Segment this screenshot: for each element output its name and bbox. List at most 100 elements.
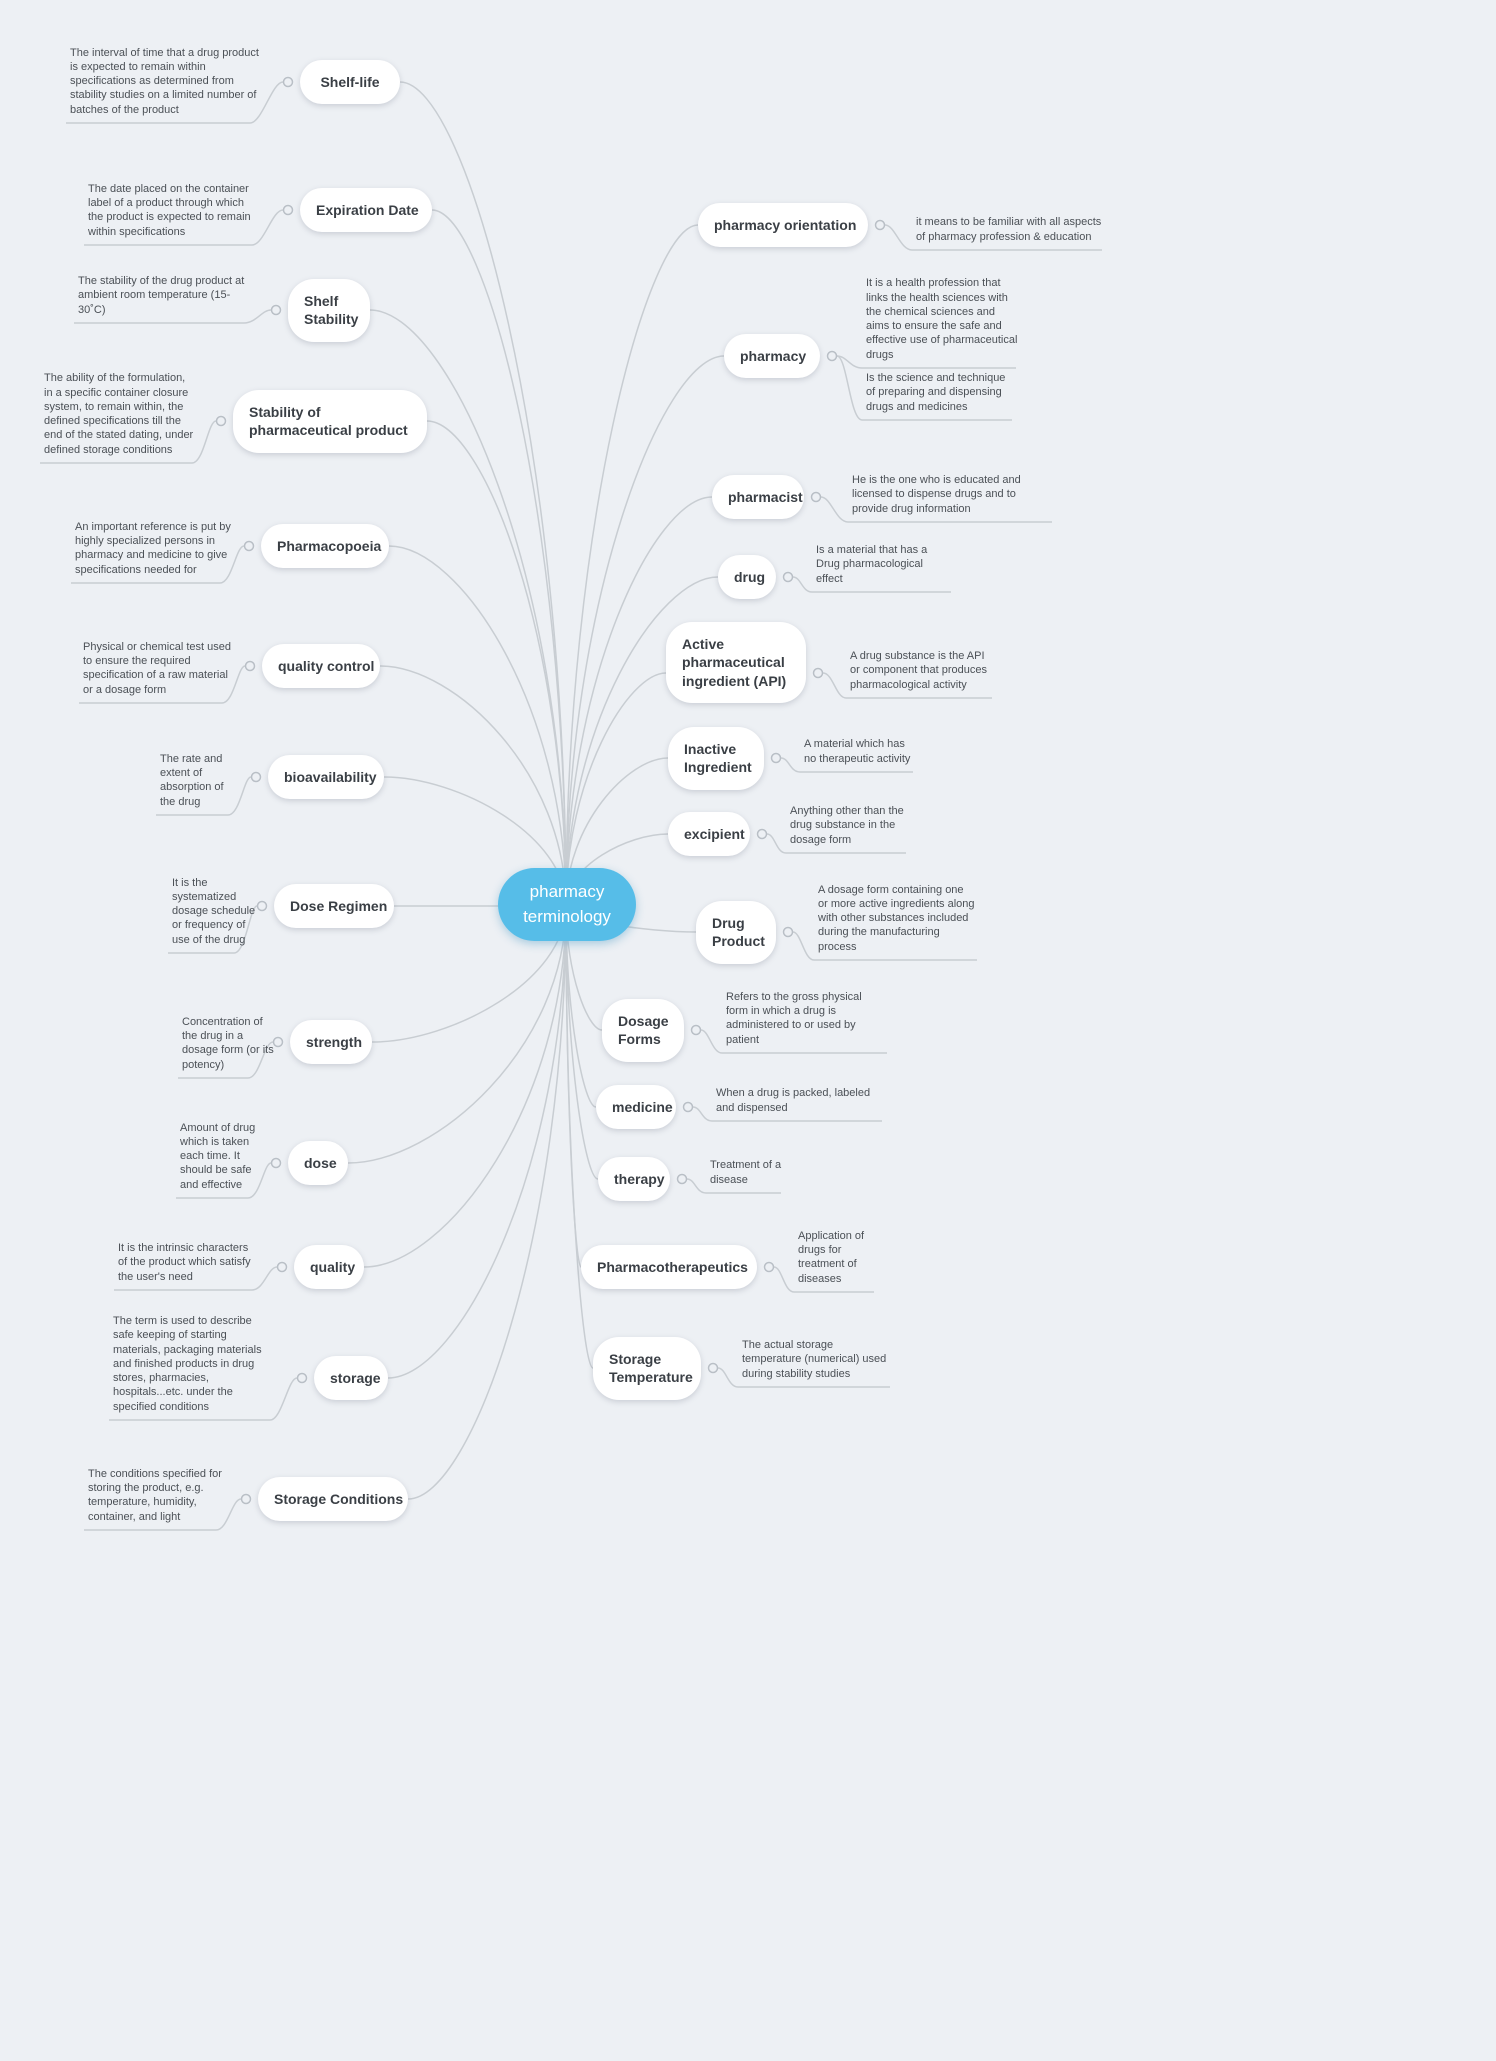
- leader-line-quality-control: [79, 665, 246, 704]
- leader-line-dosage-forms: [700, 1029, 887, 1054]
- branch-line-storage-temperature: [565, 905, 594, 1369]
- leader-line-storage-temperature: [717, 1367, 890, 1388]
- note-strength[interactable]: Concentration of the drug in a dosage fo…: [182, 1015, 274, 1071]
- topic-inactive-ingredient[interactable]: Inactive Ingredient: [668, 727, 764, 790]
- topic-therapy[interactable]: therapy: [598, 1157, 670, 1202]
- connector-dot-quality: [276, 1261, 288, 1273]
- connector-dot-quality-control: [244, 660, 256, 672]
- topic-stability-of-pharmaceutical-product[interactable]: Stability of pharmaceutical product: [233, 390, 427, 453]
- leader-line-excipient: [766, 833, 906, 854]
- note-pharmacopoeia[interactable]: An important reference is put by highly …: [75, 520, 231, 576]
- leader-line-bioavailability: [156, 776, 252, 816]
- note-therapy[interactable]: Treatment of a disease: [710, 1159, 782, 1186]
- leader-line-storage-conditions: [84, 1498, 242, 1531]
- connector-dot-pharmacy-orientation: [874, 219, 886, 231]
- branch-line-stability-of-pharmaceutical-product: [426, 420, 567, 907]
- note-pharmacy-1[interactable]: It is a health profession that links the…: [866, 277, 1018, 361]
- topic-pharmacy-orientation[interactable]: pharmacy orientation: [698, 203, 868, 248]
- connector-dot-api: [812, 667, 824, 679]
- note-storage[interactable]: The term is used to describe safe keepin…: [113, 1314, 262, 1413]
- topic-pharmacy[interactable]: pharmacy: [724, 334, 820, 379]
- topic-bioavailability[interactable]: bioavailability: [268, 755, 384, 800]
- note-shelf-life[interactable]: The interval of time that a drug product…: [70, 46, 259, 116]
- leader-line-drug-product: [792, 931, 977, 961]
- topic-dose-regimen[interactable]: Dose Regimen: [274, 884, 394, 929]
- topic-api[interactable]: Active pharmaceutical ingredient (API): [666, 622, 806, 704]
- topic-quality-control[interactable]: quality control: [262, 644, 380, 689]
- note-drug-product[interactable]: A dosage form containing one or more act…: [818, 883, 975, 953]
- connector-dot-pharmacy: [826, 350, 838, 362]
- note-excipient[interactable]: Anything other than the drug substance i…: [790, 805, 904, 846]
- leader-line-pharmacy-2: [836, 355, 1012, 421]
- topic-pharmacist[interactable]: pharmacist: [712, 475, 804, 520]
- leader-line-pharmacy-orientation: [884, 224, 1102, 251]
- topic-medicine[interactable]: medicine: [596, 1085, 676, 1130]
- topic-excipient[interactable]: excipient: [668, 812, 750, 857]
- topic-dosage-forms[interactable]: Dosage Forms: [602, 999, 684, 1062]
- topic-expiration-date[interactable]: Expiration Date: [300, 188, 432, 233]
- leader-line-dose-regimen: [168, 905, 258, 954]
- note-bioavailability[interactable]: The rate and extent of absorption of the…: [160, 752, 224, 808]
- topic-storage[interactable]: storage: [314, 1356, 388, 1401]
- leader-line-shelf-stability: [74, 309, 272, 324]
- branch-line-drug: [565, 576, 719, 907]
- branch-line-quality-control: [379, 665, 567, 907]
- leader-line-pharmacist: [820, 496, 1052, 523]
- connector-dot-drug: [782, 571, 794, 583]
- note-dose[interactable]: Amount of drug which is taken each time.…: [180, 1121, 256, 1191]
- note-quality-control[interactable]: Physical or chemical test used to ensure…: [83, 640, 231, 696]
- connector-dot-dose: [270, 1157, 282, 1169]
- topic-pharmacopoeia[interactable]: Pharmacopoeia: [261, 524, 389, 569]
- leader-line-pharmacopoeia: [71, 545, 245, 584]
- note-medicine[interactable]: When a drug is packed, labeled and dispe…: [716, 1087, 871, 1114]
- connector-dot-medicine: [682, 1101, 694, 1113]
- leader-line-pharmacotherapeutics: [773, 1266, 874, 1293]
- leader-line-dose: [176, 1162, 272, 1199]
- leader-line-pharmacy-1: [836, 355, 1016, 369]
- note-pharmacy-orientation[interactable]: it means to be familiar with all aspects…: [916, 216, 1102, 243]
- topic-storage-conditions[interactable]: Storage Conditions: [258, 1477, 408, 1522]
- connector-dot-dose-regimen: [256, 900, 268, 912]
- topic-drug[interactable]: drug: [718, 555, 776, 600]
- connector-dot-pharmacopoeia: [243, 540, 255, 552]
- note-inactive-ingredient[interactable]: A material which has no therapeutic acti…: [804, 738, 911, 765]
- connector-dot-excipient: [756, 828, 768, 840]
- note-dose-regimen[interactable]: It is the systematized dosage schedule o…: [172, 876, 256, 946]
- topic-pharmacotherapeutics[interactable]: Pharmacotherapeutics: [581, 1245, 757, 1290]
- note-pharmacist[interactable]: He is the one who is educated and licens…: [852, 474, 1021, 515]
- connector-dot-strength: [272, 1036, 284, 1048]
- topic-quality[interactable]: quality: [294, 1245, 364, 1290]
- note-quality[interactable]: It is the intrinsic characters of the pr…: [118, 1242, 251, 1283]
- leader-line-shelf-life: [66, 81, 284, 124]
- branch-line-pharmacopoeia: [388, 545, 567, 907]
- note-pharmacotherapeutics[interactable]: Application of drugs for treatment of di…: [798, 1229, 865, 1285]
- note-stability-of-pharmaceutical-product[interactable]: The ability of the formulation, in a spe…: [44, 372, 194, 456]
- branch-line-pharmacist: [565, 496, 713, 907]
- topic-strength[interactable]: strength: [290, 1020, 372, 1065]
- note-dosage-forms[interactable]: Refers to the gross physical form in whi…: [726, 990, 862, 1046]
- note-api[interactable]: A drug substance is the API or component…: [850, 650, 987, 691]
- connector-dot-storage-conditions: [240, 1493, 252, 1505]
- note-expiration-date[interactable]: The date placed on the container label o…: [88, 182, 251, 238]
- note-pharmacy-2[interactable]: Is the science and technique of preparin…: [866, 372, 1006, 413]
- connector-dot-drug-product: [782, 926, 794, 938]
- branch-line-api: [565, 672, 667, 907]
- note-drug[interactable]: Is a material that has a Drug pharmacolo…: [816, 544, 928, 585]
- topic-shelf-stability[interactable]: Shelf Stability: [288, 279, 370, 342]
- note-storage-conditions[interactable]: The conditions specified for storing the…: [88, 1467, 222, 1523]
- topic-dose[interactable]: dose: [288, 1141, 348, 1186]
- topic-storage-temperature[interactable]: Storage Temperature: [593, 1337, 701, 1400]
- connector-dot-shelf-stability: [270, 304, 282, 316]
- branch-line-expiration-date: [431, 209, 567, 907]
- connector-dot-storage-temperature: [707, 1362, 719, 1374]
- leader-line-api: [822, 672, 992, 699]
- topic-drug-product[interactable]: Drug Product: [696, 901, 776, 964]
- connector-dot-pharmacotherapeutics: [763, 1261, 775, 1273]
- leader-line-therapy: [686, 1178, 781, 1194]
- topic-shelf-life[interactable]: Shelf-life: [300, 60, 400, 105]
- center-topic[interactable]: pharmacy terminology: [498, 868, 636, 942]
- note-shelf-stability[interactable]: The stability of the drug product at amb…: [78, 275, 245, 316]
- connector-dot-bioavailability: [250, 771, 262, 783]
- note-storage-temperature[interactable]: The actual storage temperature (numerica…: [742, 1339, 887, 1380]
